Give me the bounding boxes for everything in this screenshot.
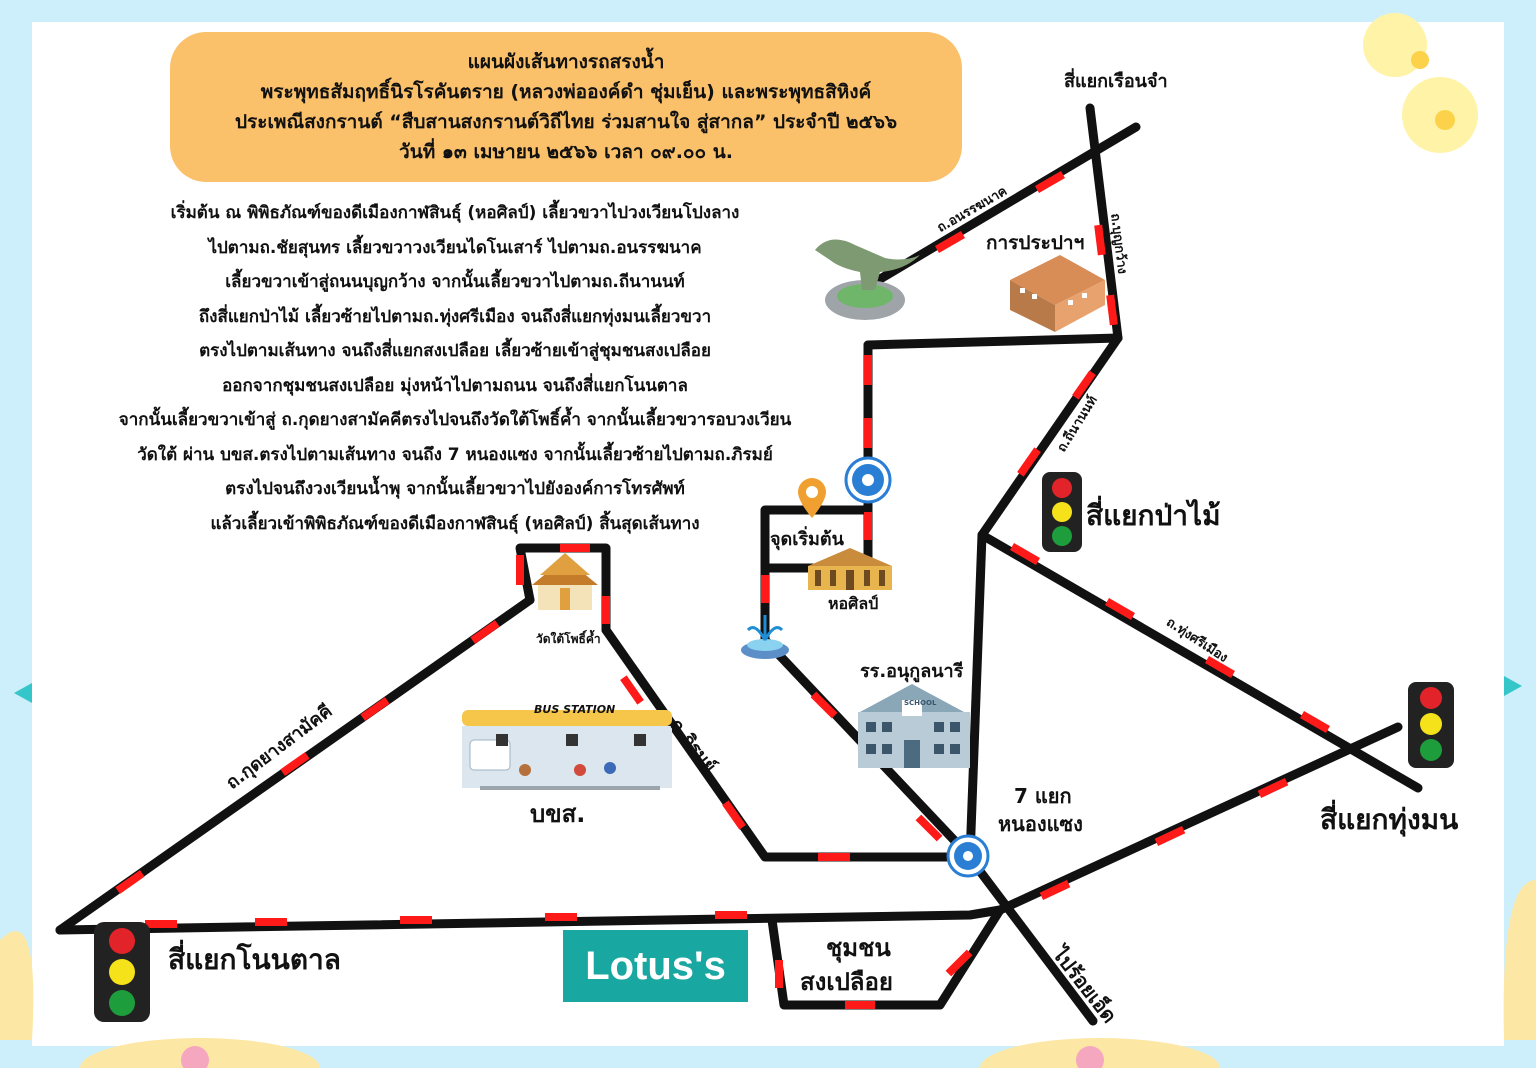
traffic-light-icon [1408,682,1454,768]
route-arrow [115,870,145,894]
route-arrow [1106,294,1118,326]
route-desc-line: จากนั้นเลี้ยวขวาเข้าสู่ ถ.กุดยางสามัคคีต… [118,410,792,430]
title-line-1: แผนผังเส้นทางรถสรงน้ำ [467,51,665,73]
route-desc-line: ตรงไปจนถึงวงเวียนน้ำพุ จากนั้นเลี้ยวขวาไ… [225,479,685,499]
flower-icon [1363,13,1478,153]
route-arrow [864,355,872,385]
route-arrow [945,949,973,977]
fountain-icon [741,615,789,659]
route-description: เริ่มต้น ณ พิพิธภัณฑ์ของดีเมืองกาฬสินธุ์… [40,196,870,541]
route-arrow [1205,656,1235,678]
route-arrow [280,752,310,776]
lotus-logo-text: Lotus's [585,943,726,988]
route-arrow [1105,598,1135,620]
lotus-logo: Lotus's [563,930,748,1002]
route-arrow [1010,543,1040,565]
label-seven-junction-1: 7 แยก [1014,784,1072,808]
route-arrow [864,512,872,540]
label-chumchon-1: ชุมชน [826,934,891,962]
label-thung-mon: สี่แยกทุ่งมน [1320,803,1459,836]
hor-silp-building-icon [808,548,892,590]
route-arrow [915,814,943,842]
route-arrow [761,575,769,603]
route-arrow [145,920,177,928]
route-arrow [1094,224,1106,256]
roundabout-icon [844,456,892,504]
roundabout-icon [946,834,990,878]
route-desc-line: วัดใต้ ผ่าน บขส.ตรงไปตามเส้นทาง จนถึง 7 … [137,444,773,465]
road-main-west [55,905,1005,935]
route-arrow [255,918,287,926]
route-arrow [935,231,965,253]
label-bus-sign: BUS STATION [534,703,616,716]
label-hor-silp: หอศิลป์ [828,594,879,613]
route-arrow [1039,880,1071,900]
label-bus-station: บขส. [530,800,586,828]
route-arrow [360,697,390,721]
route-arrow [715,911,747,919]
label-wat: วัดใต้โพธิ์ค้ำ [536,632,601,646]
route-desc-line: ถึงสี่แยกป่าไม้ เลี้ยวซ้ายไปตามถ.ทุ่งศรี… [198,306,712,327]
route-arrow [818,853,850,861]
bottom-decoration [0,676,1536,1068]
label-start-point: จุดเริ่มต้น [770,529,844,550]
label-school: รร.อนุกูลนารี [860,661,964,682]
title-box: แผนผังเส้นทางรถสรงน้ำ พระพุทธสัมฤทธิ์นิร… [170,32,962,182]
route-arrow [864,418,872,448]
road-to-roiet [965,853,1098,1026]
route-desc-line: เริ่มต้น ณ พิพิธภัณฑ์ของดีเมืองกาฬสินธุ์… [170,203,740,223]
route-desc-line: ออกจากชุมชนสงเปลือย มุ่งหน้าไปตามถนน จนถ… [222,375,688,396]
route-arrow [775,960,783,988]
route-arrow [722,800,746,830]
label-non-tan: สี่แยกโนนตาล [168,943,341,976]
label-pa-mai: สี่แยกป่าไม้ [1086,499,1221,532]
road-theenanon [977,333,1123,540]
title-line-4: วันที่ ๑๓ เมษายน ๒๕๖๖ เวลา ๐๙.๐๐ น. [399,141,733,163]
temple-icon [532,553,598,610]
route-desc-line: เลี้ยวขวาเข้าสู่ถนนบุญกว้าง จากนั้นเลี้ย… [225,272,685,292]
route-arrows [115,171,1330,1009]
route-arrow [1017,447,1041,477]
route-arrow [1257,778,1289,798]
route-arrow [1035,171,1065,193]
road-phirom [601,625,975,862]
route-desc-line: ตรงไปตามเส้นทาง จนถึงสี่แยกสงเปลือย เลี้… [199,341,711,361]
traffic-light-icon [94,922,150,1022]
label-prapa: การประปาฯ [986,232,1085,254]
label-ruen-cham: สี่แยกเรือนจำ [1064,71,1168,92]
school-building-icon [858,684,970,768]
route-arrow [1300,711,1330,733]
road-thungsri [977,530,1423,793]
route-arrow [602,596,610,624]
prapa-building-icon [1010,255,1105,332]
label-seven-junction-2: หนองแซง [998,812,1083,836]
bus-station-icon [462,710,672,790]
label-chumchon-2: สงเปลือย [800,968,893,996]
title-line-3: ประเพณีสงกรานต์ “สืบสานสงกรานต์วิถีไทย ร… [234,111,898,133]
route-arrow [400,916,432,924]
title-line-2: พระพุทธสัมฤทธิ์นิรโรคันตราย (หลวงพ่อองค์… [260,81,872,103]
road-thungmon-south [995,722,1403,915]
route-arrow [470,620,500,644]
label-school-sign: SCHOOL [904,699,937,707]
route-arrow [545,913,577,921]
route-arrow [560,544,590,552]
route-arrow [845,1001,875,1009]
route-arrow [516,555,524,585]
route-desc-line: ไปตามถ.ชัยสุนทร เลี้ยวขวาวงเวียนไดโนเสาร… [208,237,702,258]
dinosaur-monument-icon [815,239,920,320]
start-pin-icon [798,478,826,518]
route-arrow [1154,826,1186,846]
route-arrow [620,675,644,705]
road-upper-link [863,333,1123,350]
route-arrow [810,691,838,719]
road-vertical-main [965,530,987,863]
traffic-light-icon [1042,472,1082,552]
route-arrow [1072,370,1096,400]
route-desc-line: แล้วเลี้ยวเข้าพิพิธภัณฑ์ของดีเมืองกาฬสิน… [210,513,700,534]
